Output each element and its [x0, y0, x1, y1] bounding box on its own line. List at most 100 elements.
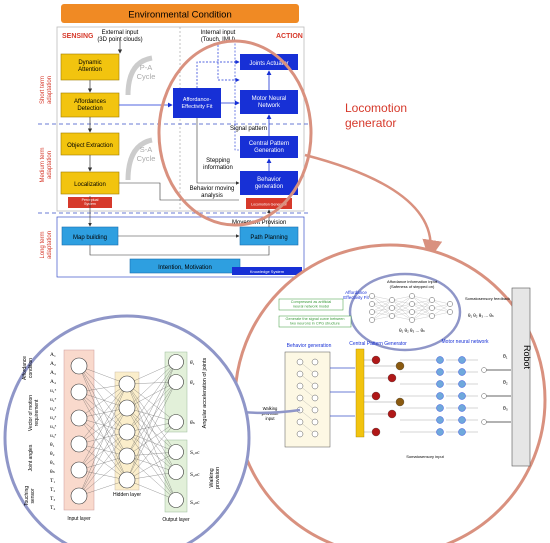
motor-neuron — [458, 392, 466, 400]
bg-node — [296, 370, 304, 378]
affordance-fit-box — [173, 88, 221, 118]
bg-edge — [299, 373, 316, 387]
cpg-neuron — [387, 409, 397, 419]
nn-output-node — [168, 464, 184, 480]
affordance-node — [447, 309, 453, 315]
bg-node — [311, 382, 319, 390]
bg-node — [296, 358, 304, 366]
nn-input-value: T₁ — [50, 478, 55, 484]
cpg-neuron — [395, 361, 405, 371]
environment-bar — [61, 4, 299, 23]
line-map-intention-path — [89, 245, 270, 256]
bg-edge — [299, 385, 316, 399]
nn-hidden-node — [118, 375, 136, 393]
locomotion-highlight-circle — [157, 39, 313, 227]
nn-axis-label: Joint angles — [28, 444, 34, 471]
bg-node — [296, 382, 304, 390]
nn-input-node — [70, 383, 88, 401]
nn-edge — [126, 455, 177, 473]
nn-input-node — [70, 357, 88, 375]
theta-output-label: θ₂ — [503, 380, 508, 386]
nn-edge — [126, 381, 177, 481]
theta-list-label: θ₁ θ₂ θ₃ ... θₙ — [399, 328, 425, 333]
arrow-internal-input — [217, 45, 240, 83]
affordance-node — [369, 309, 375, 315]
nn-edge — [78, 407, 128, 471]
nn-input-value: A₄ — [50, 379, 56, 385]
external-input-label: External input(3D point clouds) — [97, 30, 142, 43]
object-extraction-label: Object Extraction — [67, 143, 113, 149]
nn-edge — [126, 381, 177, 457]
affordance-node — [389, 313, 395, 319]
nn-input-value: A₃ — [50, 370, 56, 376]
affordance-edge — [411, 295, 433, 301]
affordance-edge — [411, 299, 433, 305]
behavior-generation-box — [240, 171, 298, 195]
arrow-to-detail — [304, 153, 443, 260]
nn-edge — [78, 365, 128, 433]
nn-input-value: u₂ˣ — [50, 406, 57, 412]
output-layer-top-rect — [164, 351, 188, 433]
affordance-node — [389, 305, 395, 311]
affordance-edge — [371, 299, 393, 313]
motor-neuron — [436, 428, 444, 436]
motor-neuron — [458, 356, 466, 364]
affordance-edge — [431, 303, 451, 309]
sensing-label: SENSING — [62, 33, 94, 40]
affordance-node — [389, 297, 395, 303]
motor-output-node — [481, 393, 487, 399]
cpg-detail-label: Central Pattern Generator — [349, 341, 407, 347]
nn-edge — [126, 421, 177, 481]
nn-output-bottom-value: S₂ₙc — [190, 472, 200, 478]
nn-input-value: θₙ — [50, 469, 56, 475]
nn-input-value: u₃ˣ — [50, 424, 57, 430]
nn-hidden-node — [118, 447, 136, 465]
bg-node — [296, 418, 304, 426]
theta-output-label: θ₃ — [503, 406, 508, 412]
nn-input-value: T₄ — [50, 505, 55, 511]
cpg-neuron — [371, 427, 381, 437]
theta-list-top-label: θ₁ θ₂ θ₃ ... θₙ — [468, 313, 494, 318]
line-localization-behavior — [119, 182, 239, 201]
nn-edge — [126, 407, 177, 473]
nn-axis-label: Touchingsensor — [24, 486, 36, 506]
affordance-edge — [431, 311, 451, 317]
nn-edge — [78, 391, 128, 433]
motor-neuron — [458, 428, 466, 436]
affordance-edge — [391, 295, 413, 301]
nn-edge — [78, 365, 128, 457]
nn-edge — [126, 407, 177, 453]
motor-output-node — [481, 367, 487, 373]
nn-output-top-value: θ̇₁ — [190, 360, 195, 366]
cpg-neuron — [395, 397, 405, 407]
nn-input-value: u₂ʸ — [50, 415, 57, 421]
nn-edges — [78, 361, 177, 501]
affordance-edge — [431, 303, 451, 317]
internal-input-label: Internal input(Touch, IMU) — [201, 30, 236, 43]
map-building-label: Map building — [73, 235, 107, 241]
affordance-edge — [391, 295, 413, 317]
generate-note-box — [278, 315, 352, 328]
nn-edge — [78, 431, 128, 471]
affordance-edge — [431, 299, 451, 305]
affordance-edge — [371, 299, 393, 321]
motor-neuron — [458, 404, 466, 412]
nn-edge — [126, 361, 177, 457]
nn-edge — [126, 381, 177, 433]
nn-edge — [126, 383, 177, 453]
affordance-edge — [411, 299, 433, 313]
nn-input-value: θ₁ — [50, 442, 55, 448]
nn-edge — [78, 383, 128, 419]
nn-hidden-node — [118, 471, 136, 489]
localization-label: Localization — [74, 182, 106, 188]
affordance-edge — [391, 311, 413, 317]
affordance-edge — [391, 315, 413, 321]
nn-hidden-node — [118, 399, 136, 417]
cpg-neuron — [371, 355, 381, 365]
nn-output-node — [168, 444, 184, 460]
